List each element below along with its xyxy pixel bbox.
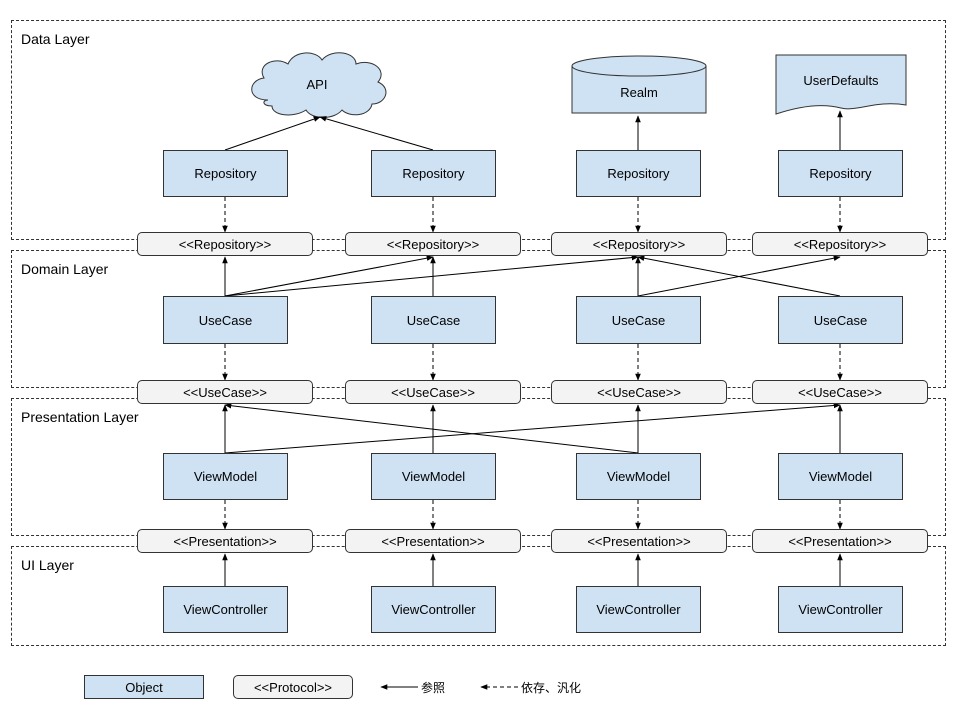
- api-cloud-shape: API: [251, 52, 387, 118]
- presentation-protocol-1: <<Presentation>>: [137, 529, 313, 553]
- viewmodel-box-4: ViewModel: [778, 453, 903, 500]
- usecase-protocol-1: <<UseCase>>: [137, 380, 313, 404]
- presentation-protocol-3: <<Presentation>>: [551, 529, 727, 553]
- usecase-box-4: UseCase: [778, 296, 903, 344]
- userdefaults-document-shape: UserDefaults: [775, 54, 907, 115]
- usecase-protocol-3: <<UseCase>>: [551, 380, 727, 404]
- presentation-protocol-4: <<Presentation>>: [752, 529, 928, 553]
- api-label: API: [307, 77, 328, 92]
- viewcontroller-box-3: ViewController: [576, 586, 701, 633]
- ref-repo2-api: [319, 116, 434, 151]
- usecase-box-3: UseCase: [576, 296, 701, 344]
- viewmodel-box-1: ViewModel: [163, 453, 288, 500]
- repository-protocol-2: <<Repository>>: [345, 232, 521, 256]
- repository-protocol-3: <<Repository>>: [551, 232, 727, 256]
- ref-vm1-ucproto4: [224, 402, 841, 454]
- viewcontroller-box-1: ViewController: [163, 586, 288, 633]
- legend-reference-label: 参照: [421, 681, 446, 695]
- usecase-box-1: UseCase: [163, 296, 288, 344]
- repository-protocol-1: <<Repository>>: [137, 232, 313, 256]
- repository-box-4: Repository: [778, 150, 903, 197]
- realm-database-shape: Realm: [571, 55, 707, 114]
- repository-protocol-4: <<Repository>>: [752, 232, 928, 256]
- legend-dependency-label: 依存、汎化: [521, 681, 582, 695]
- realm-label: Realm: [620, 85, 658, 100]
- legend-object-swatch: Object: [84, 675, 204, 699]
- ref-repo1-api: [224, 116, 321, 151]
- viewcontroller-box-2: ViewController: [371, 586, 496, 633]
- ui-layer-title: UI Layer: [21, 557, 74, 573]
- usecase-box-2: UseCase: [371, 296, 496, 344]
- usecase-protocol-4: <<UseCase>>: [752, 380, 928, 404]
- userdefaults-label: UserDefaults: [803, 73, 879, 88]
- viewcontroller-box-4: ViewController: [778, 586, 903, 633]
- presentation-protocol-2: <<Presentation>>: [345, 529, 521, 553]
- ref-uc1-repoproto3: [224, 254, 639, 297]
- data-layer-title: Data Layer: [21, 31, 90, 47]
- usecase-protocol-2: <<UseCase>>: [345, 380, 521, 404]
- repository-box-2: Repository: [371, 150, 496, 197]
- viewmodel-box-2: ViewModel: [371, 453, 496, 500]
- domain-layer-title: Domain Layer: [21, 261, 109, 277]
- repository-box-3: Repository: [576, 150, 701, 197]
- viewmodel-box-3: ViewModel: [576, 453, 701, 500]
- presentation-layer-title: Presentation Layer: [21, 409, 139, 425]
- repository-box-1: Repository: [163, 150, 288, 197]
- ref-vm3-ucproto1: [224, 402, 639, 454]
- ref-uc1-repoproto2: [224, 255, 434, 297]
- ref-uc4-repoproto3: [637, 255, 841, 297]
- legend-protocol-swatch: <<Protocol>>: [233, 675, 353, 699]
